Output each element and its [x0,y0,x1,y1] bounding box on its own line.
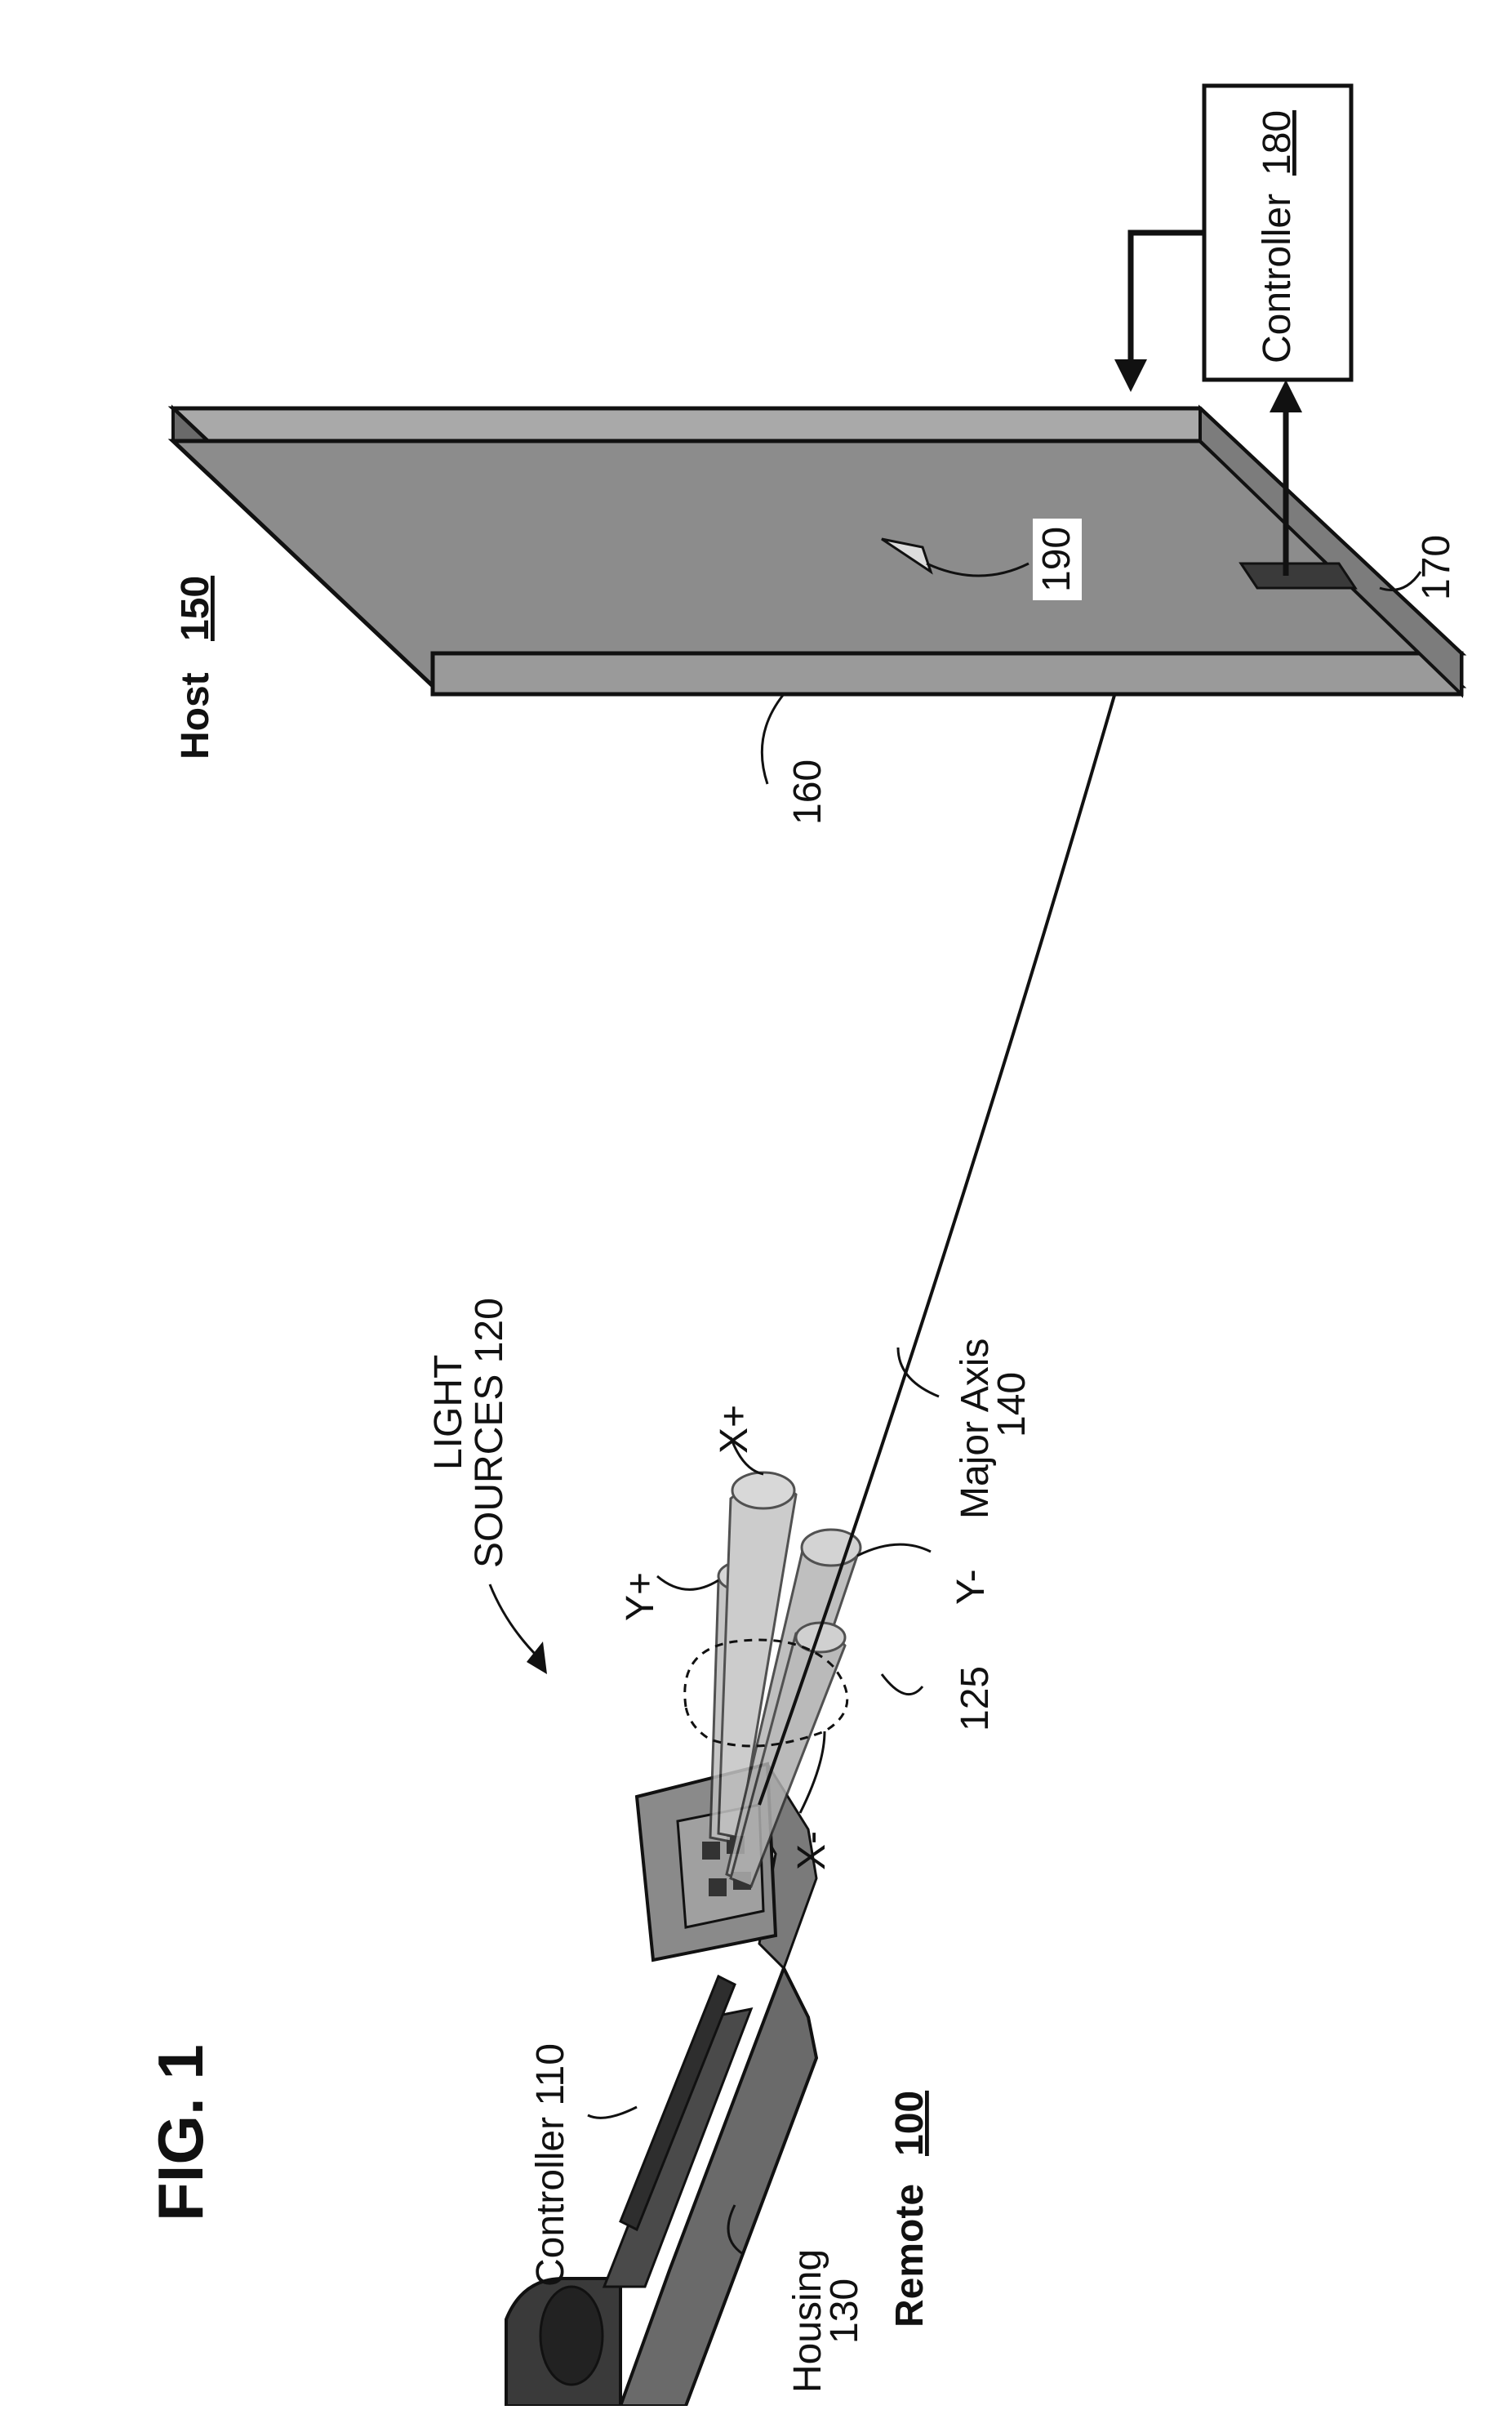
label-y-minus: Y- [949,1569,993,1605]
arrow-head-down [1114,359,1147,392]
leader-y-minus [857,1544,931,1556]
label-x-plus: X+ [713,1405,756,1454]
label-remote: Remote [888,2184,932,2328]
arrow-head-up [1270,380,1302,412]
remote-grip-button [540,2287,603,2385]
label-remote-number: 100 [888,2091,932,2156]
emitter [709,1878,727,1896]
label-host-number: 150 [174,576,217,641]
beam-x-plus-end [732,1472,794,1508]
panel-front-edge [433,653,1461,694]
label-160: 160 [786,760,829,825]
label-y-plus: Y+ [619,1572,662,1621]
leader-major-axis [898,1348,939,1397]
label-190: 190 [1035,527,1078,592]
leader-y-plus [657,1576,718,1589]
figure-title: FIG. 1 [145,2044,216,2221]
label-controller-110: Controller 110 [529,2043,572,2287]
label-major-axis-line2: 140 [990,1372,1034,1437]
label-controller-180: Controller [1256,194,1299,363]
label-170: 170 [1415,535,1458,600]
label-controller-180-number: 180 [1256,110,1299,176]
leader-controller-110 [588,2107,637,2118]
sensor-170 [1241,564,1355,588]
label-x-minus: X- [790,1831,834,1870]
label-light-sources-line2: SOURCES 120 [468,1298,511,1568]
emitter [702,1842,720,1860]
leader-125 [882,1674,923,1695]
label-125: 125 [954,1666,997,1731]
leader-light-sources [490,1584,539,1658]
label-light-sources-line1: LIGHT [427,1355,470,1470]
label-housing-number: 130 [823,2279,866,2344]
leader-160 [762,694,784,784]
label-host: Host [174,672,217,760]
host-panel [173,408,1461,694]
